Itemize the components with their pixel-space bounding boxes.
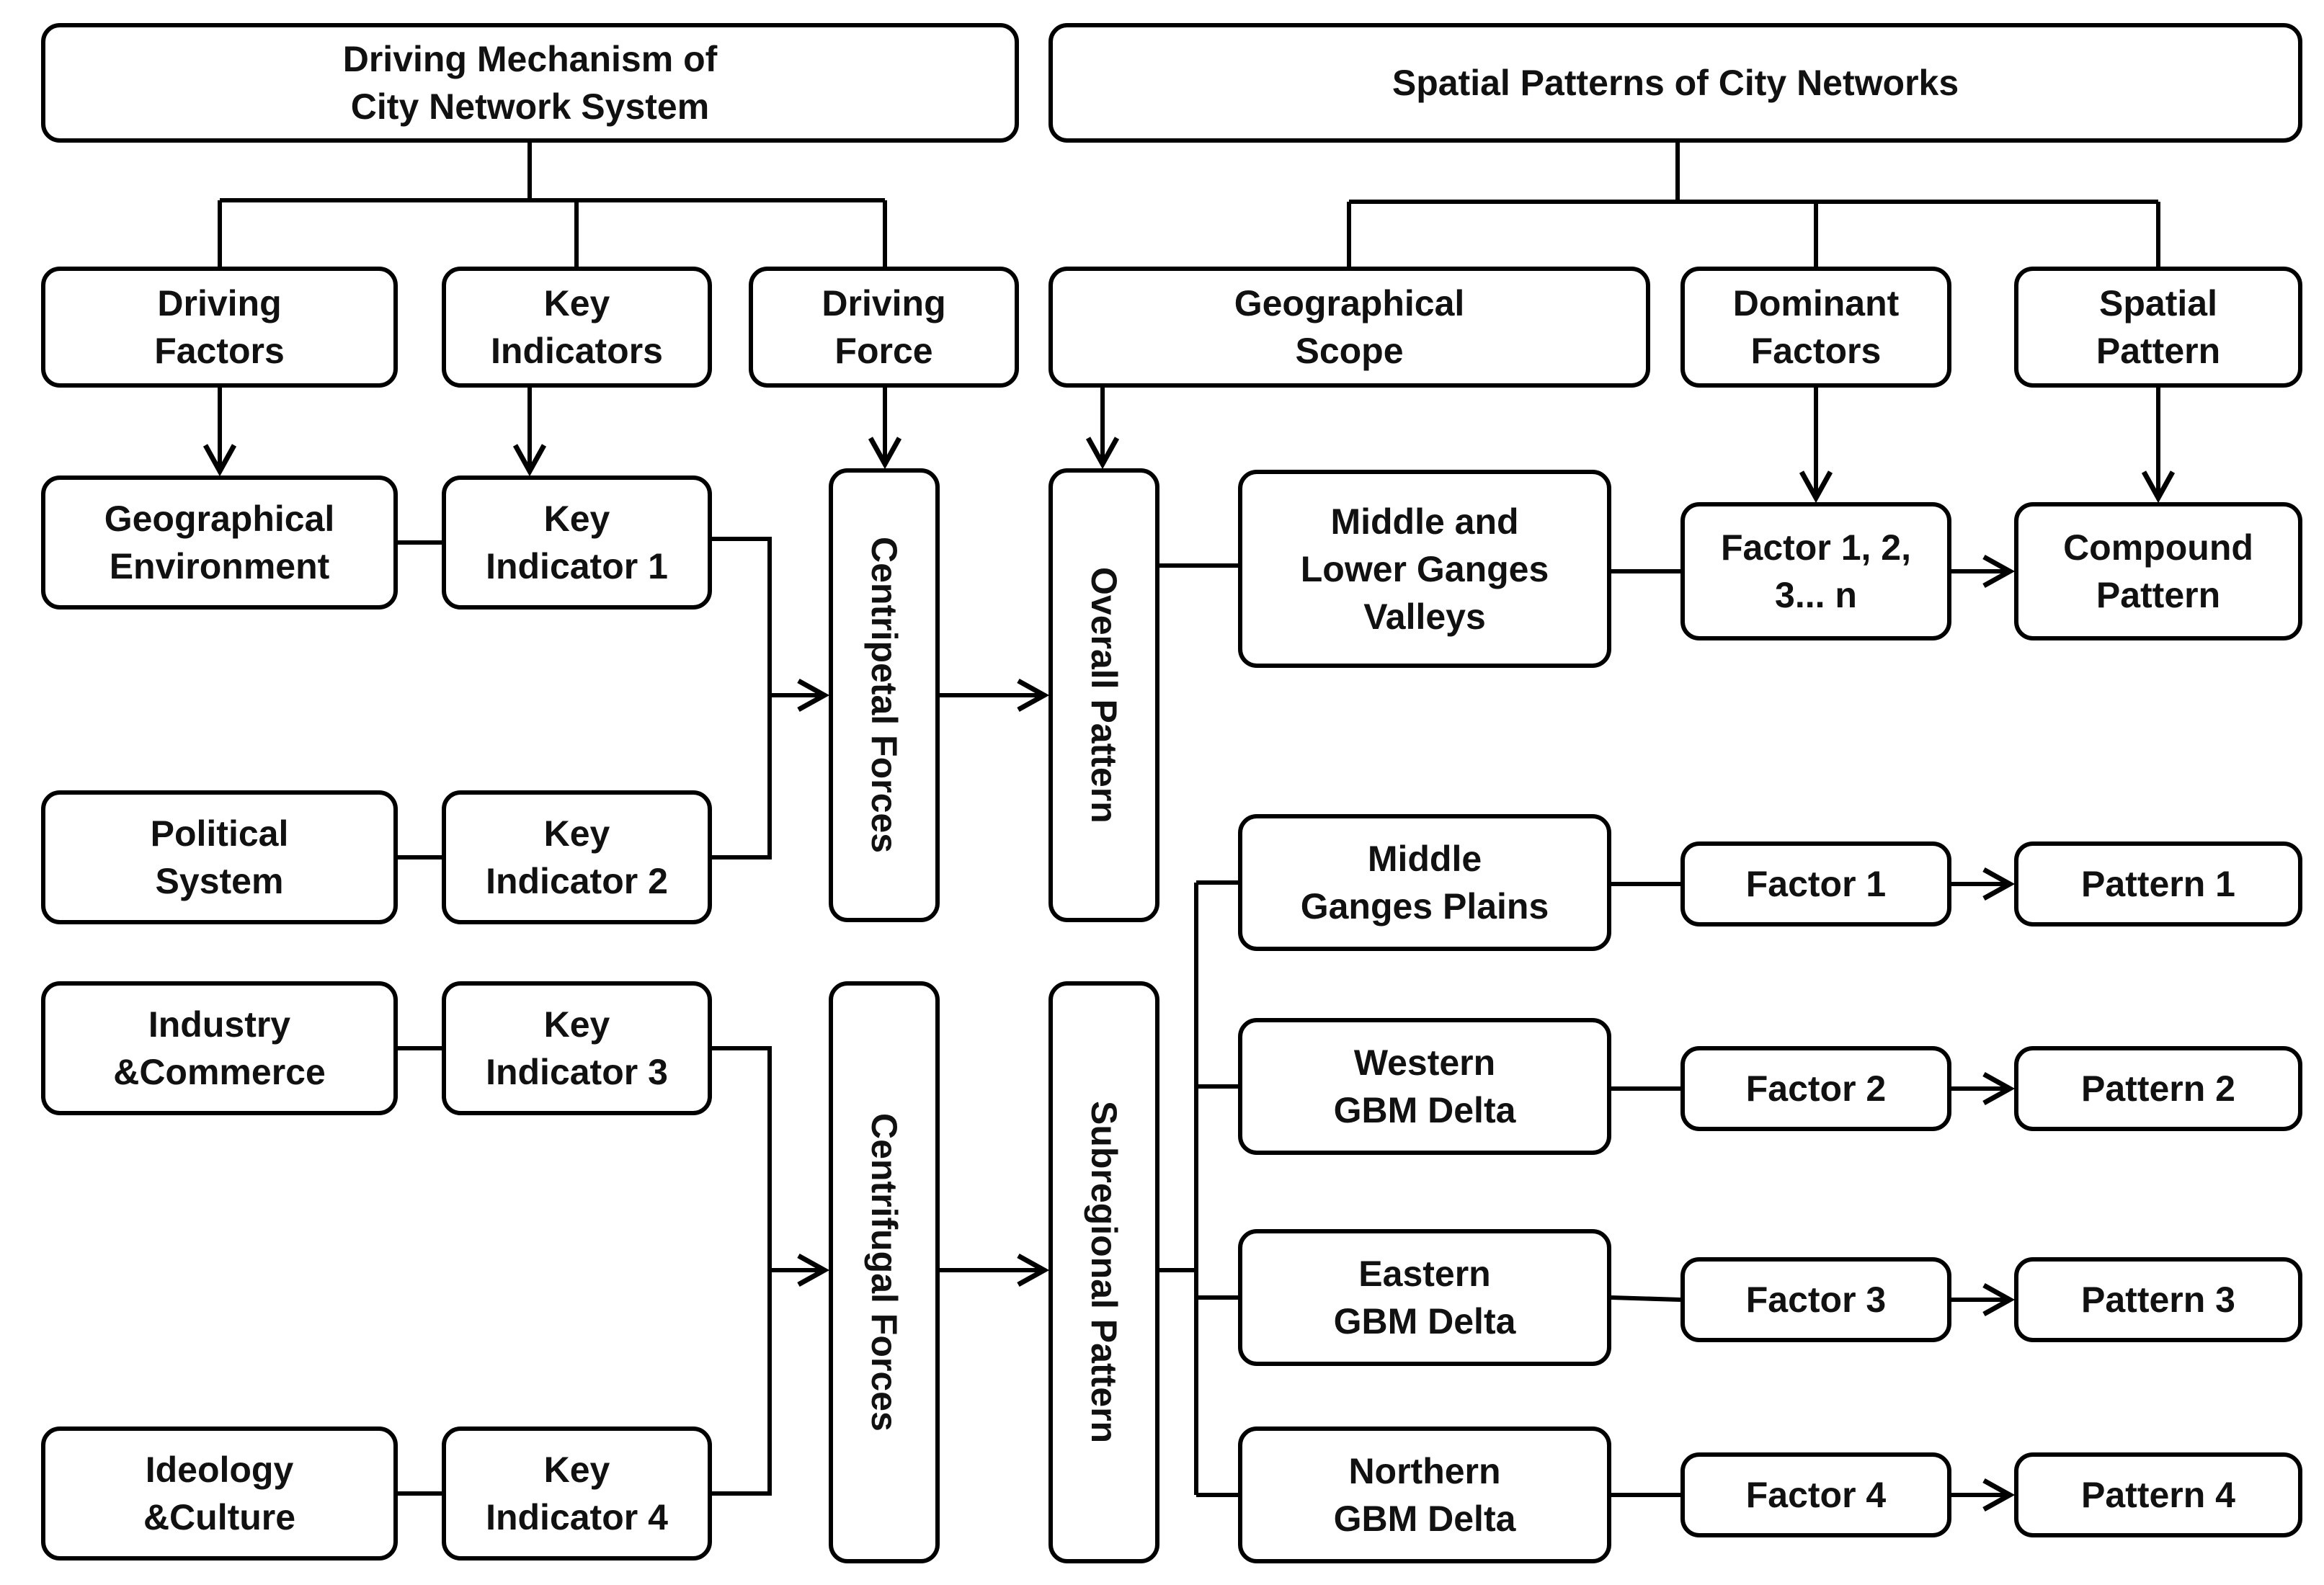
- dominant-factor-4: Factor 4: [1680, 1452, 1951, 1537]
- key-indicator-1: Key Indicator 1: [442, 476, 712, 610]
- factor-industry-commerce: Industry &Commerce: [41, 981, 398, 1115]
- spatial-pattern-4: Pattern 4: [2014, 1452, 2302, 1537]
- region-middle-lower-ganges-valleys: Middle and Lower Ganges Valleys: [1238, 470, 1611, 668]
- key-indicator-4: Key Indicator 4: [442, 1426, 712, 1561]
- spatial-pattern-1: Pattern 1: [2014, 841, 2302, 927]
- arrow-head: [1799, 470, 1833, 504]
- header-driving-mechanism: Driving Mechanism of City Network System: [41, 23, 1019, 143]
- category-driving-force: Driving Force: [749, 267, 1019, 388]
- arrow-head: [512, 444, 547, 477]
- spatial-pattern-3: Pattern 3: [2014, 1257, 2302, 1342]
- centripetal-forces: Centripetal Forces: [829, 468, 940, 922]
- factor-ideology-culture: Ideology &Culture: [41, 1426, 398, 1561]
- arrow-head: [2141, 470, 2176, 504]
- arrow-head: [1982, 867, 2016, 901]
- category-dominant-factors: Dominant Factors: [1680, 267, 1951, 388]
- category-geographical-scope: Geographical Scope: [1049, 267, 1650, 388]
- arrow-head: [1982, 1071, 2016, 1106]
- region-western-gbm-delta: Western GBM Delta: [1238, 1018, 1611, 1155]
- connector-line: [712, 537, 772, 860]
- dominant-factor-1: Factor 1: [1680, 841, 1951, 927]
- region-northern-gbm-delta: Northern GBM Delta: [1238, 1426, 1611, 1563]
- region-eastern-gbm-delta: Eastern GBM Delta: [1238, 1229, 1611, 1366]
- dominant-factor-2: Factor 2: [1680, 1046, 1951, 1131]
- region-middle-ganges-plains: Middle Ganges Plains: [1238, 814, 1611, 951]
- dominant-factor-3: Factor 3: [1680, 1257, 1951, 1342]
- category-spatial-pattern: Spatial Pattern: [2014, 267, 2302, 388]
- key-indicator-2: Key Indicator 2: [442, 790, 712, 924]
- factor-geographical-environment: Geographical Environment: [41, 476, 398, 610]
- arrow-head: [1982, 1282, 2016, 1317]
- header-spatial-patterns: Spatial Patterns of City Networks: [1049, 23, 2302, 143]
- arrow-head: [1085, 437, 1120, 470]
- arrow-head: [1017, 678, 1050, 713]
- spatial-pattern-2: Pattern 2: [2014, 1046, 2302, 1131]
- category-driving-factors: Driving Factors: [41, 267, 398, 388]
- arrow-head: [797, 1253, 830, 1287]
- dominant-factor-compound: Factor 1, 2, 3... n: [1680, 502, 1951, 640]
- category-key-indicators: Key Indicators: [442, 267, 712, 388]
- spatial-pattern-compound: Compound Pattern: [2014, 502, 2302, 640]
- factor-political-system: Political System: [41, 790, 398, 924]
- key-indicator-3: Key Indicator 3: [442, 981, 712, 1115]
- arrow-head: [868, 437, 902, 470]
- connector-line: [712, 1046, 772, 1496]
- arrow-head: [202, 444, 237, 477]
- arrow-head: [797, 678, 830, 713]
- arrow-head: [1982, 554, 2016, 589]
- centrifugal-forces: Centrifugal Forces: [829, 981, 940, 1563]
- arrow-head: [1017, 1253, 1050, 1287]
- overall-pattern: Overall Pattern: [1049, 468, 1159, 922]
- connector-line: [1611, 1295, 1681, 1302]
- arrow-head: [1982, 1478, 2016, 1512]
- subregional-pattern: Subregional Pattern: [1049, 981, 1159, 1563]
